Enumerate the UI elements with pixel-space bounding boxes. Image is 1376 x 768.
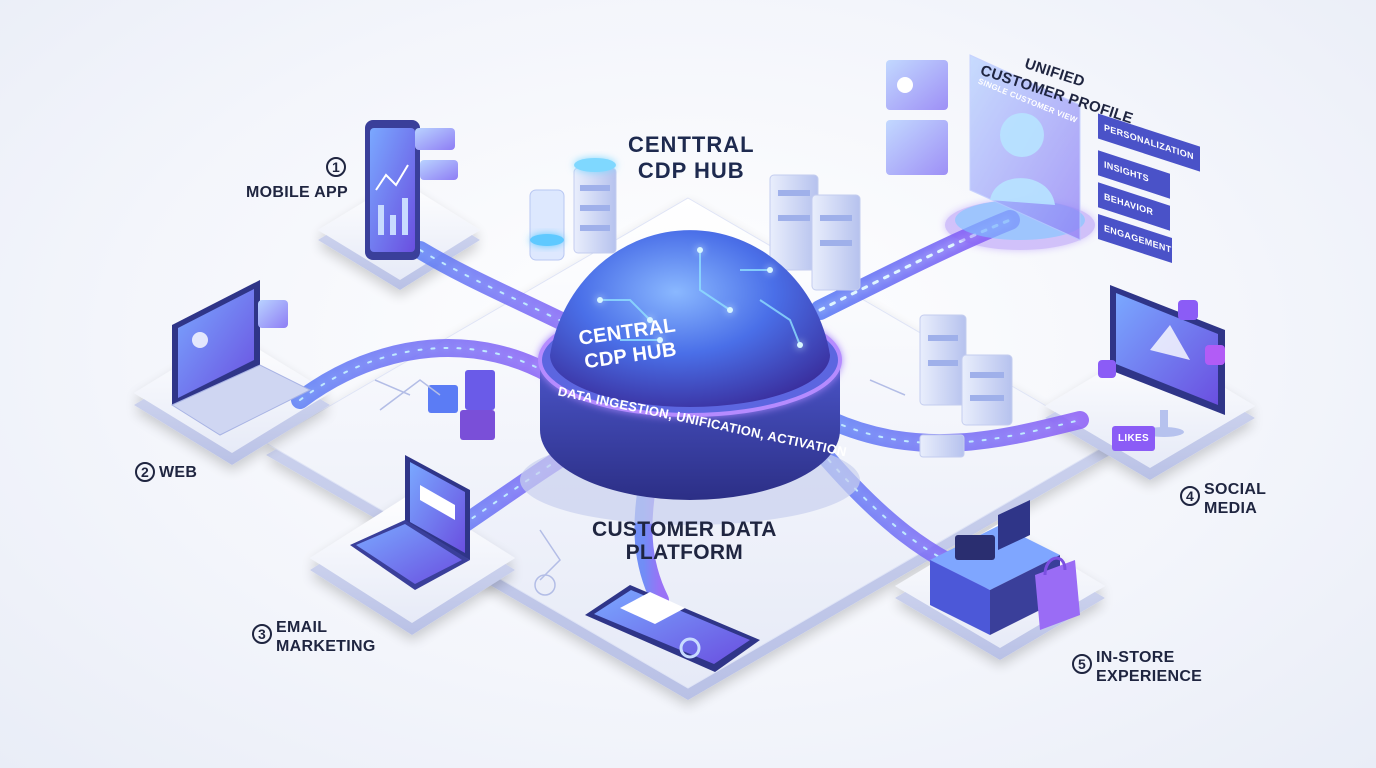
channel-4-number: 4 bbox=[1180, 486, 1200, 506]
social-likes-badge: LIKES bbox=[1112, 426, 1155, 451]
channel-2-label: WEB bbox=[159, 463, 198, 481]
platform-title: CUSTOMER DATA PLATFORM bbox=[592, 518, 777, 564]
server-stack-left bbox=[573, 158, 617, 254]
channel-4-label-line-2: MEDIA bbox=[1204, 500, 1258, 517]
channel-5-number: 5 bbox=[1072, 654, 1092, 674]
platform-title-line-1: CUSTOMER DATA bbox=[592, 518, 777, 541]
glowing-cylinder bbox=[529, 189, 565, 261]
hub-top-title-line-1: CENTTRAL bbox=[628, 132, 755, 157]
channel-label-in-store: 5 IN-STORE EXPERIENCE bbox=[1072, 648, 1202, 686]
email-laptop-device bbox=[350, 455, 470, 590]
connector-lines bbox=[374, 379, 906, 596]
profile-tags: PERSONALIZATION INSIGHTS BEHAVIOR ENGAGE… bbox=[1098, 113, 1200, 264]
in-store-pos bbox=[930, 500, 1080, 635]
laptop-device bbox=[170, 280, 312, 436]
channel-5-label-line-2: EXPERIENCE bbox=[1096, 668, 1203, 685]
server-stack-right bbox=[769, 174, 861, 291]
channel-label-email-marketing: 3 EMAIL MARKETING bbox=[252, 618, 376, 656]
hub-top-title: CENTTRAL CDP HUB bbox=[628, 132, 755, 184]
unified-profile-display bbox=[886, 54, 1095, 250]
mobile-phone-device bbox=[365, 120, 458, 260]
hub-top-title-line-2: CDP HUB bbox=[637, 158, 745, 183]
channel-1-label: MOBILE APP bbox=[246, 184, 348, 201]
channel-3-label-line-2: MARKETING bbox=[276, 638, 376, 655]
channel-2-number: 2 bbox=[135, 462, 155, 482]
channel-5-label-line-1: IN-STORE bbox=[1096, 649, 1175, 666]
channel-3-number: 3 bbox=[252, 624, 272, 644]
email-tablet-device bbox=[585, 585, 760, 672]
social-monitor-device bbox=[1098, 285, 1225, 437]
tile-social-media bbox=[1045, 343, 1255, 480]
channel-3-label-line-1: EMAIL bbox=[276, 619, 328, 636]
central-hub bbox=[520, 230, 860, 525]
platform-title-line-2: PLATFORM bbox=[625, 541, 744, 564]
channel-4-label-line-1: SOCIAL bbox=[1204, 481, 1267, 498]
channel-label-web: 2 WEB bbox=[135, 462, 197, 482]
channel-label-mobile-app: 1 MOBILE APP bbox=[246, 157, 350, 202]
channel-label-social-media: 4 SOCIAL MEDIA bbox=[1180, 480, 1266, 518]
data-cubes bbox=[428, 370, 495, 440]
channel-1-number: 1 bbox=[326, 157, 346, 177]
server-stack-lower-right bbox=[919, 314, 1013, 458]
